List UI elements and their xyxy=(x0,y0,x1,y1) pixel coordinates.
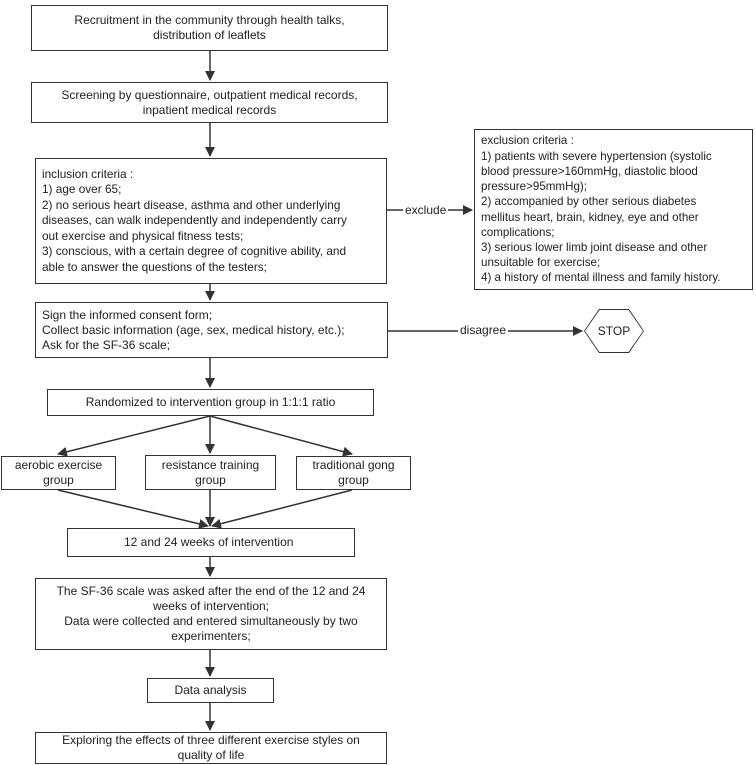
exclusion-line-3: blood pressure>160mmHg, diastolic blood xyxy=(481,164,698,178)
exclusion-line-2: 1) patients with severe hypertension (sy… xyxy=(481,149,712,163)
inclusion-line-7: able to answer the questions of the test… xyxy=(42,259,267,274)
exploring-box: Exploring the effects of three different… xyxy=(35,732,387,764)
exclude-label: exclude xyxy=(403,203,449,217)
randomized-label: Randomized to intervention group in 1:1:… xyxy=(85,395,336,409)
inclusion-criteria-box: inclusion criteria : 1) age over 65; 2) … xyxy=(35,158,387,284)
exploring-line-1: Exploring the effects of three different… xyxy=(62,733,360,747)
arrow-gong-to-intervention xyxy=(211,489,353,529)
recruitment-line-2: distribution of leaflets xyxy=(153,28,266,42)
exclusion-line-6: mellitus heart, brain, kidney, eye and o… xyxy=(481,210,699,224)
exclusion-line-10: 4) a history of mental illness and famil… xyxy=(481,271,721,285)
intervention-label: 12 and 24 weeks of intervention xyxy=(124,535,294,549)
exclusion-line-4: pressure>95mmHg); xyxy=(481,180,587,194)
stop-terminal: STOP xyxy=(584,309,644,353)
exclusion-line-8: 3) serious lower limb joint disease and … xyxy=(481,240,708,254)
intervention-box: 12 and 24 weeks of intervention xyxy=(67,528,355,557)
sf36-line-1: The SF-36 scale was asked after the end … xyxy=(56,584,366,598)
gong-group-box: traditional gong group xyxy=(296,456,411,490)
exploring-line-2: quality of life xyxy=(177,748,245,762)
screening-line-1: Screening by questionnaire, outpatient m… xyxy=(61,87,358,102)
exclusion-line-7: complications; xyxy=(481,225,555,239)
consent-line-1: Sign the informed consent form; xyxy=(42,307,213,322)
sf36-line-3: Data were collected and entered simultan… xyxy=(64,614,358,628)
inclusion-line-1: inclusion criteria : xyxy=(42,166,134,181)
exclusion-line-9: unsuitable for exercise; xyxy=(481,256,601,270)
data-analysis-box: Data analysis xyxy=(147,678,274,703)
resistance-line-2: group xyxy=(195,472,226,487)
inclusion-line-4: diseases, can walk independently and ind… xyxy=(42,213,347,228)
inclusion-line-3: 2) no serious heart disease, asthma and … xyxy=(42,197,341,212)
sf36-line-4: experimenters; xyxy=(171,629,251,643)
screening-line-2: inpatient medical records xyxy=(142,102,277,117)
recruitment-line-1: Recruitment in the community through hea… xyxy=(74,13,345,27)
arrow-randomized-to-aerobic xyxy=(57,415,211,457)
screening-box: Screening by questionnaire, outpatient m… xyxy=(31,82,388,123)
gong-line-1: traditional gong xyxy=(312,458,395,472)
exclusion-criteria-box: exclusion criteria : 1) patients with se… xyxy=(474,129,753,290)
sf36-box: The SF-36 scale was asked after the end … xyxy=(35,578,387,650)
data-analysis-label: Data analysis xyxy=(174,683,247,697)
aerobic-line-2: group xyxy=(43,473,74,487)
aerobic-group-box: aerobic exercise group xyxy=(1,456,116,490)
arrow-aerobic-to-intervention xyxy=(57,489,209,529)
consent-line-3: Ask for the SF-36 scale; xyxy=(42,337,171,352)
inclusion-line-6: 3) conscious, with a certain degree of c… xyxy=(42,244,347,259)
inclusion-line-5: out exercise and physical fitness tests; xyxy=(42,228,244,243)
disagree-label: disagree xyxy=(458,323,509,337)
sf36-line-2: weeks of intervention; xyxy=(152,599,270,613)
exclusion-line-5: 2) accompanied by other serious diabetes xyxy=(481,195,697,209)
arrow-randomized-to-gong xyxy=(209,415,353,457)
consent-line-2: Collect basic information (age, sex, med… xyxy=(42,322,345,337)
exclusion-line-1: exclusion criteria : xyxy=(481,134,574,148)
consent-box: Sign the informed consent form; Collect … xyxy=(35,302,388,358)
randomized-box: Randomized to intervention group in 1:1:… xyxy=(47,389,374,416)
resistance-group-box: resistance training group xyxy=(145,455,276,490)
aerobic-line-1: aerobic exercise xyxy=(14,458,103,472)
inclusion-line-2: 1) age over 65; xyxy=(42,182,122,197)
stop-label: STOP xyxy=(597,324,631,338)
resistance-line-1: resistance training xyxy=(161,457,260,472)
recruitment-box: Recruitment in the community through hea… xyxy=(31,5,388,51)
gong-line-2: group xyxy=(338,473,369,487)
